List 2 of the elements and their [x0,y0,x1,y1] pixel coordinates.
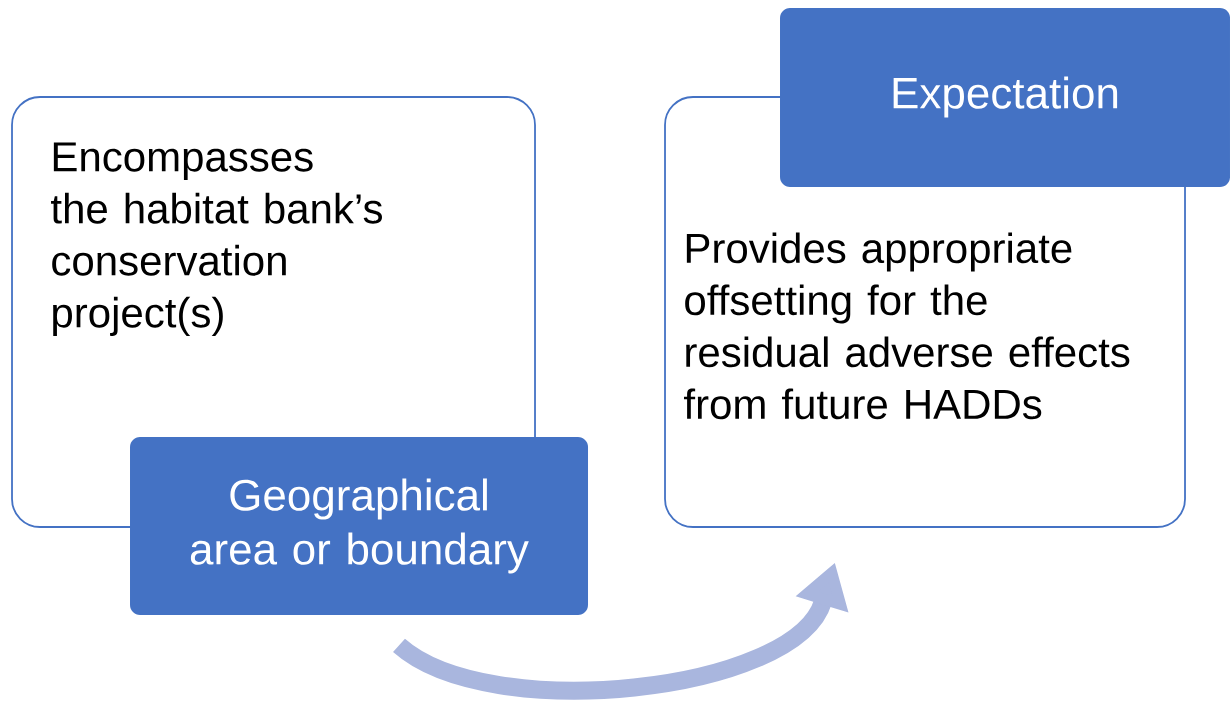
label-box: Geographical area or boundary [130,437,588,615]
label-box: Expectation [780,8,1230,187]
